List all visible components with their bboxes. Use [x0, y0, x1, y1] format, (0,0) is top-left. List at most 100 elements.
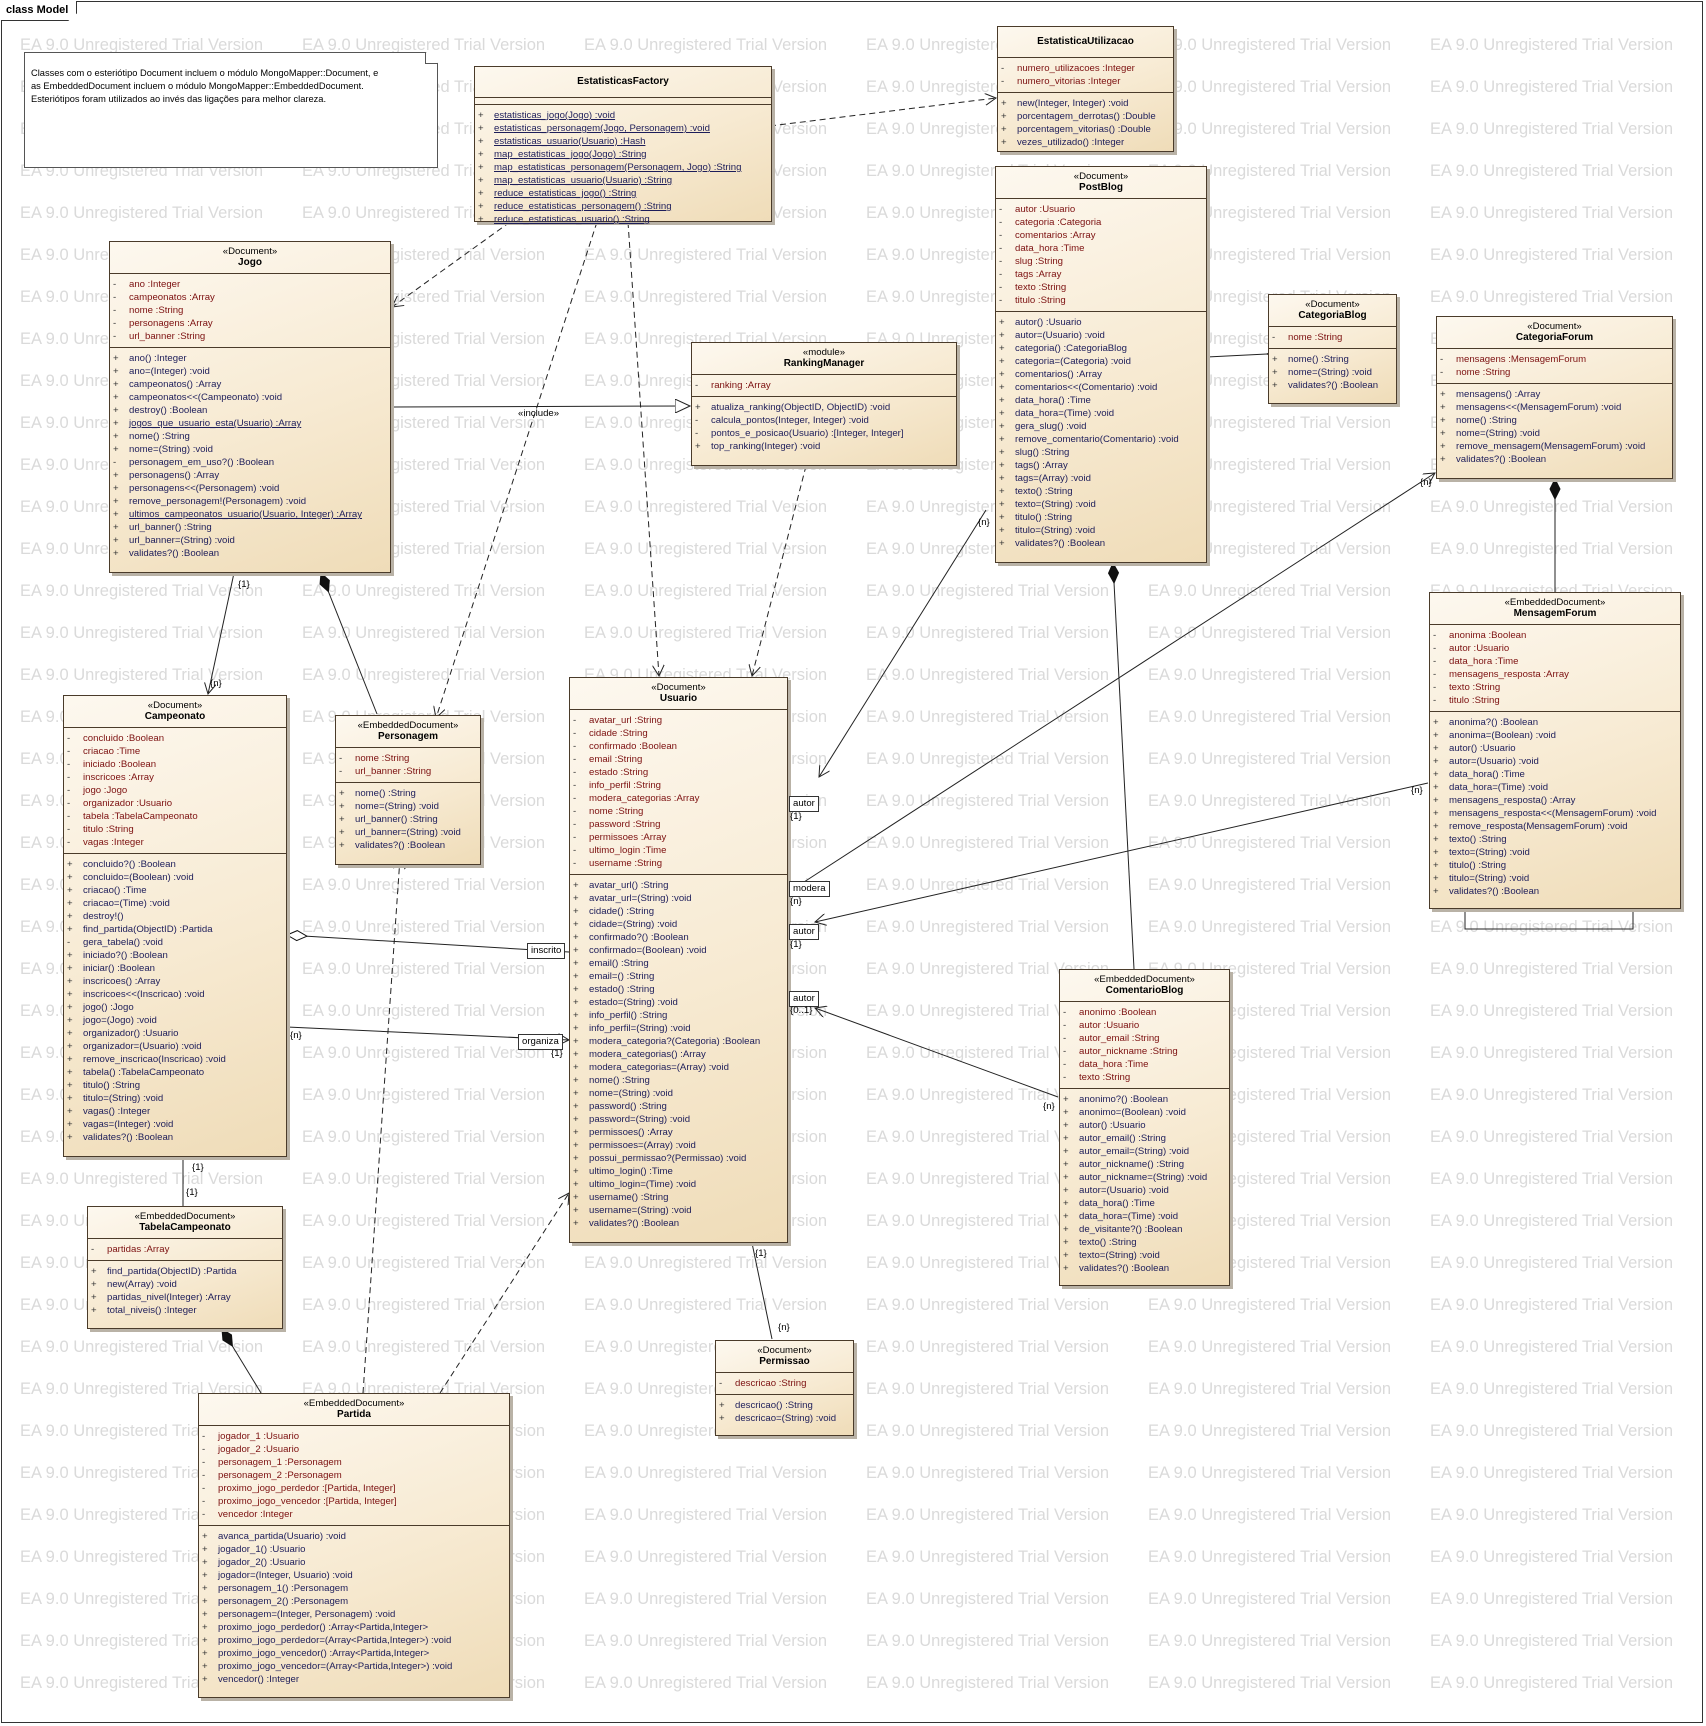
- operation-text: titulo() :String: [83, 1080, 141, 1091]
- operation-row: +mensagens_resposta() :Array: [1433, 794, 1677, 807]
- visibility-marker: +: [202, 1531, 208, 1542]
- visibility-marker: +: [999, 369, 1005, 380]
- operation-text: autor=(Usuario) :void: [1449, 756, 1539, 767]
- attribute-row: -mensagens :MensagemForum: [1440, 353, 1669, 366]
- mult-usuario-permissao-bottom: {n}: [778, 1322, 790, 1333]
- operation-text: password() :String: [589, 1101, 667, 1112]
- operation-row: +permissoes() :Array: [573, 1126, 784, 1139]
- class-permissao[interactable]: «Document»Permissao-descricao :String+de…: [715, 1340, 854, 1436]
- operation-row: +validates?() :Boolean: [1272, 379, 1393, 392]
- agg-campeonato-inscrito: [287, 935, 570, 953]
- dep-partida-usuario: [439, 1193, 569, 1394]
- class-estatisticas-factory[interactable]: EstatisticasFactory+estatisticas_jogo(Jo…: [474, 66, 772, 225]
- operation-row: +nome() :String: [573, 1074, 784, 1087]
- operation-row: +confirmado=(Boolean) :void: [573, 944, 784, 957]
- operation-row: +slug() :String: [999, 446, 1203, 459]
- operation-text: avanca_partida(Usuario) :void: [218, 1531, 346, 1542]
- operation-row: +nome=(String) :void: [339, 800, 477, 813]
- class-name: PostBlog: [1079, 182, 1123, 193]
- operation-text: validates?() :Boolean: [1288, 380, 1379, 391]
- operation-row: +titulo() :String: [999, 511, 1203, 524]
- operation-text: atualiza_ranking(ObjectID, ObjectID) :vo…: [711, 402, 891, 413]
- operation-text: nome=(String) :void: [589, 1088, 673, 1099]
- class-jogo[interactable]: «Document»Jogo-ano :Integer-campeonatos …: [109, 241, 391, 573]
- attribute-row: -texto :String: [999, 281, 1203, 294]
- operation-text: nome=(String) :void: [1288, 367, 1372, 378]
- class-categoria-forum[interactable]: «Document»CategoriaForum-mensagens :Mens…: [1436, 316, 1673, 479]
- visibility-marker: +: [1433, 860, 1439, 871]
- attributes-compartment: -descricao :String: [716, 1373, 853, 1395]
- visibility-marker: +: [1433, 769, 1439, 780]
- class-stereotype: «EmbeddedDocument»: [1504, 597, 1606, 608]
- visibility-marker: +: [113, 366, 119, 377]
- visibility-marker: +: [1440, 441, 1446, 452]
- visibility-marker: +: [573, 880, 579, 891]
- attribute-row: -categoria :Categoria: [999, 216, 1203, 229]
- assoc-usuario-permissao: [751, 1242, 773, 1340]
- operation-text: modera_categorias=(Array) :void: [589, 1062, 729, 1073]
- operation-text: url_banner=(String) :void: [355, 827, 461, 838]
- operation-text: autor() :Usuario: [1449, 743, 1516, 754]
- class-stereotype: «Document»: [651, 682, 706, 693]
- visibility-marker: +: [202, 1661, 208, 1672]
- attribute-row: -campeonatos :Array: [113, 291, 387, 304]
- visibility-marker: -: [1063, 1046, 1067, 1057]
- operation-row: +autor=(Usuario) :void: [999, 329, 1203, 342]
- operation-text: avatar_url() :String: [589, 880, 669, 891]
- operation-text: autor_email() :String: [1079, 1133, 1166, 1144]
- attributes-compartment: -autor :Usuario-categoria :Categoria-com…: [996, 199, 1206, 312]
- operation-text: avatar_url=(String) :void: [589, 893, 692, 904]
- attribute-text: criacao :Time: [83, 746, 141, 757]
- visibility-marker: +: [202, 1674, 208, 1685]
- class-stereotype: «Document»: [1305, 299, 1360, 310]
- operation-text: nome() :String: [1456, 415, 1517, 426]
- visibility-marker: +: [113, 431, 119, 442]
- attribute-row: -cidade :String: [573, 727, 784, 740]
- visibility-marker: +: [1063, 1133, 1069, 1144]
- role-autor-mensagem: autor: [789, 924, 819, 940]
- attribute-text: personagem_2 :Personagem: [218, 1470, 342, 1481]
- class-post-blog[interactable]: «Document»PostBlog-autor :Usuario-catego…: [995, 166, 1207, 563]
- class-estatistica-utilizacao[interactable]: EstatisticaUtilizacao-numero_utilizacoes…: [997, 26, 1174, 152]
- class-header: «EmbeddedDocument»TabelaCampeonato: [88, 1207, 282, 1239]
- class-campeonato[interactable]: «Document»Campeonato-concluido :Boolean-…: [63, 695, 287, 1157]
- operation-text: vagas=(Integer) :void: [83, 1119, 174, 1130]
- class-header: «module»RankingManager: [692, 343, 956, 375]
- operations-compartment: +estatisticas_jogo(Jogo) :void+estatisti…: [475, 105, 771, 230]
- attribute-text: nome :String: [355, 753, 410, 764]
- visibility-marker: +: [478, 123, 484, 134]
- visibility-marker: -: [1440, 354, 1444, 365]
- attribute-row: -criacao :Time: [67, 745, 283, 758]
- class-usuario[interactable]: «Document»Usuario-avatar_url :String-cid…: [569, 677, 788, 1243]
- class-header: «Document»PostBlog: [996, 167, 1206, 199]
- operations-compartment: +concluido?() :Boolean+concluido=(Boolea…: [64, 854, 286, 1148]
- attribute-text: nome :String: [1456, 367, 1511, 378]
- visibility-marker: -: [999, 256, 1003, 267]
- attribute-row: -titulo :String: [1433, 694, 1677, 707]
- operation-row: +data_hora() :Time: [999, 394, 1203, 407]
- class-ranking-manager[interactable]: «module»RankingManager-ranking :Array+at…: [691, 342, 957, 466]
- operation-row: +personagens() :Array: [113, 469, 387, 482]
- visibility-marker: +: [1063, 1263, 1069, 1274]
- visibility-marker: +: [573, 1036, 579, 1047]
- visibility-marker: +: [1433, 756, 1439, 767]
- visibility-marker: -: [202, 1509, 206, 1520]
- class-tabela-campeonato[interactable]: «EmbeddedDocument»TabelaCampeonato-parti…: [87, 1206, 283, 1329]
- class-mensagem-forum[interactable]: «EmbeddedDocument»MensagemForum-anonima …: [1429, 592, 1681, 909]
- visibility-marker: +: [999, 330, 1005, 341]
- class-comentario-blog[interactable]: «EmbeddedDocument»ComentarioBlog-anonimo…: [1059, 969, 1230, 1286]
- attribute-row: -ranking :Array: [695, 379, 953, 392]
- operation-text: iniciar() :Boolean: [83, 963, 155, 974]
- operation-row: +jogo() :Jogo: [67, 1001, 283, 1014]
- assoc-postblog-autor: [819, 509, 987, 777]
- operation-row: +autor() :Usuario: [1433, 742, 1677, 755]
- visibility-marker: -: [1433, 630, 1437, 641]
- attribute-text: estado :String: [589, 767, 649, 778]
- operation-row: +estatisticas_jogo(Jogo) :void: [478, 109, 768, 122]
- class-personagem[interactable]: «EmbeddedDocument»Personagem-nome :Strin…: [335, 715, 481, 865]
- class-categoria-blog[interactable]: «Document»CategoriaBlog-nome :String+nom…: [1268, 294, 1397, 404]
- operation-text: comentarios<<(Comentario) :void: [1015, 382, 1158, 393]
- operation-text: gera_tabela() :void: [83, 937, 163, 948]
- class-partida[interactable]: «EmbeddedDocument»Partida-jogador_1 :Usu…: [198, 1393, 510, 1698]
